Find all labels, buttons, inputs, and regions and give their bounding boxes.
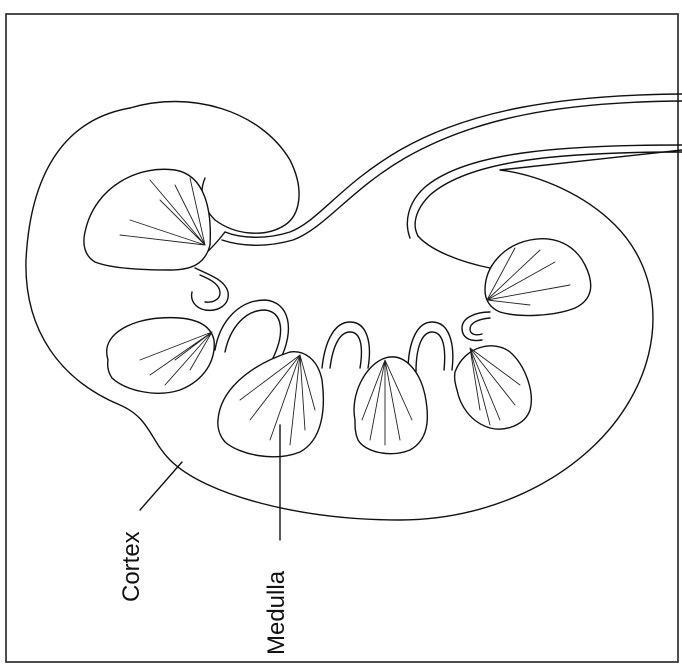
pyramid-1 — [84, 169, 210, 270]
cortex-leader-line — [140, 462, 182, 510]
calyx-arch-2 — [322, 322, 369, 368]
calyx-arch-3 — [408, 322, 453, 372]
pyramid-5 — [455, 346, 532, 429]
pyramid-2 — [107, 318, 215, 394]
calyx-arch-1 — [215, 300, 288, 360]
calyx-tube-1 — [192, 268, 229, 310]
calyx-arch-3-inner — [416, 332, 445, 372]
kidney-outer-outline — [26, 108, 682, 520]
calyx-arch-2-inner — [330, 332, 361, 368]
calyx-tube-right — [462, 312, 490, 341]
pelvis-upper-right-inner — [407, 145, 682, 238]
medulla-label: Medulla — [263, 571, 291, 655]
cortex-label: Cortex — [118, 531, 146, 602]
pyramid-3 — [218, 352, 324, 457]
calyx-tube-right-inner — [470, 318, 490, 335]
frame-border — [6, 14, 678, 662]
calyx-arch-1-inner — [225, 310, 281, 358]
pyramid-6 — [485, 239, 591, 316]
